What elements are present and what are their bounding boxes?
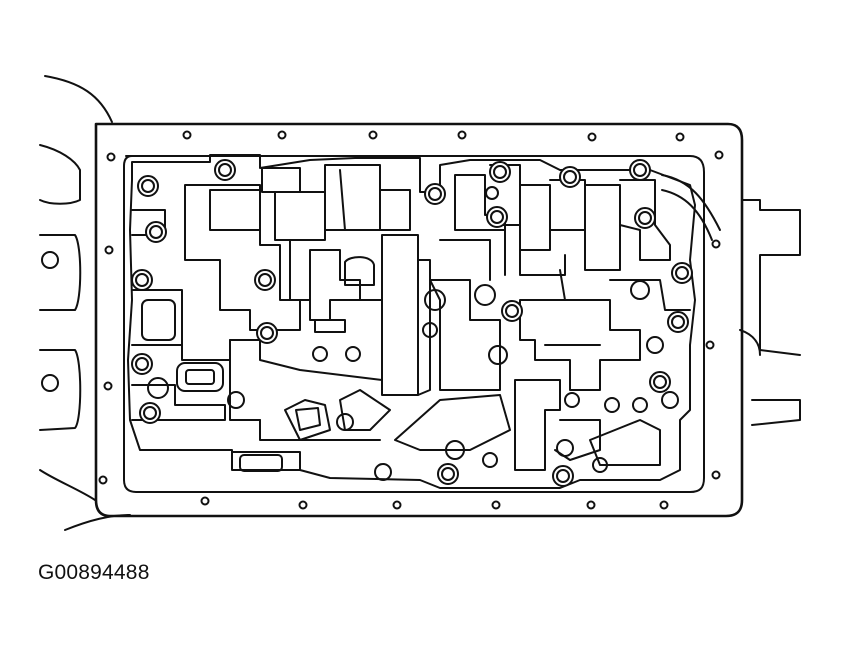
bolt-icon [630,160,650,180]
bolt-icon [672,263,692,283]
flange-screws [100,132,723,509]
screw-icon [588,502,595,509]
bolt-icon [215,160,235,180]
bolt-icon [132,354,152,374]
screw-icon [493,502,500,509]
screw-icon [370,132,377,139]
figure-id-label: G00894488 [38,561,150,584]
bolt-icon [502,301,522,321]
screw-icon [202,498,209,505]
valve-body-bolts [132,160,692,486]
bolt-icon [146,222,166,242]
screw-icon [677,134,684,141]
screw-icon [661,502,668,509]
bolt-icon [635,208,655,228]
screw-icon [100,477,107,484]
screw-icon [713,472,720,479]
bolt-icon [668,312,688,332]
screw-icon [279,132,286,139]
screw-icon [106,247,113,254]
bolt-icon [438,464,458,484]
screw-icon [713,241,720,248]
bolt-icon [553,466,573,486]
bolt-icon [487,207,507,227]
screw-icon [589,134,596,141]
screw-icon [716,152,723,159]
bolt-icon [138,176,158,196]
bolt-icon [560,167,580,187]
screw-icon [459,132,466,139]
bolt-icon [490,162,510,182]
oil-pan-flange [96,124,742,516]
transmission-case [40,76,800,530]
bolt-icon [257,323,277,343]
screw-icon [300,502,307,509]
bolt-icon [140,403,160,423]
screw-icon [707,342,714,349]
bolt-icon [255,270,275,290]
screw-icon [394,502,401,509]
screw-icon [105,383,112,390]
screw-icon [108,154,115,161]
valve-body [128,155,720,488]
bolt-icon [425,184,445,204]
screw-icon [184,132,191,139]
bolt-icon [132,270,152,290]
bolt-icon [650,372,670,392]
